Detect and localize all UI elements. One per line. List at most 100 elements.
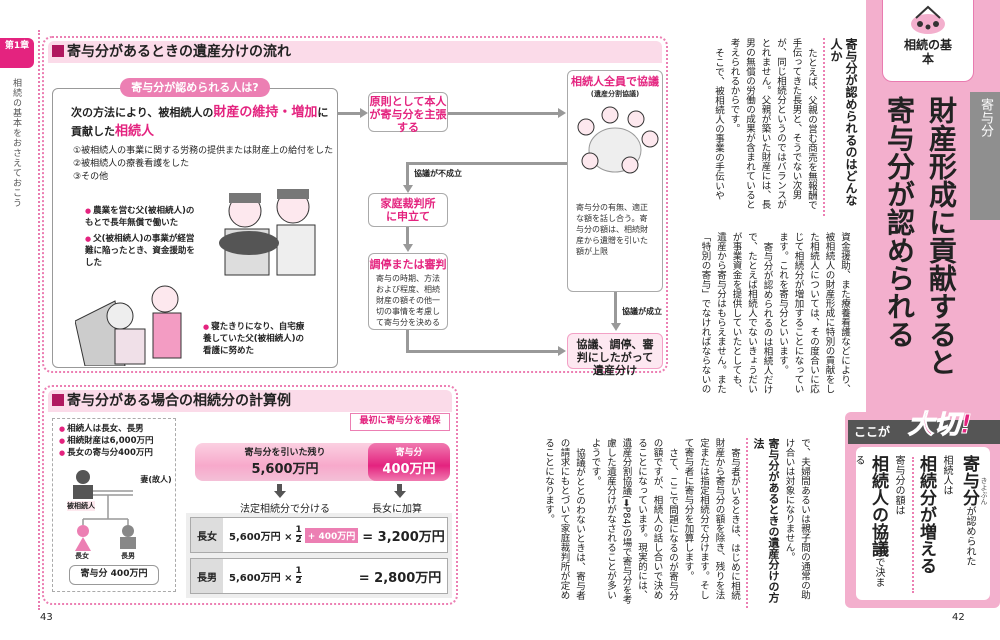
row-base: 5,600万円 × [229, 531, 293, 543]
paragraph: たとえば、父親の営む商売を無報酬で手伝ってきた長男と、そうでない次男が、同じ相続… [728, 38, 818, 209]
body-block-c: で、夫婦間あるいは親子間の通常の助け合いは対象になりません。 寄与分があるときの… [530, 438, 812, 608]
mediation-desc: 寄与の時期、方法および程度、相続財産の額その他一切の事情を考慮して寄与分を決める [376, 274, 440, 327]
connector [406, 227, 409, 245]
connector [406, 162, 567, 165]
heading-who: 寄与分が認められるのはどんな人か [823, 38, 858, 216]
contrib-value: 400万円 [382, 462, 436, 477]
chapter-label: 相続の基本をおさえておこう [11, 78, 21, 208]
method-item: ③その他 [73, 172, 109, 182]
arrow-right-icon [360, 108, 368, 118]
point-3: 寄与分の額は相続人の協議で決まる [853, 455, 904, 587]
remain-label: 寄与分を引いた残り [244, 448, 326, 458]
remain-value: 5,600万円 [251, 462, 319, 477]
paragraph: 協議がととのわないときは、寄与者の請求にもとづいて家庭裁判所が定めることになりま… [543, 438, 585, 600]
daughter-contrib: 寄与分 400万円 [69, 565, 159, 585]
paragraph: そこで、被相続人の事業の手伝いや [713, 47, 724, 200]
paragraph: 寄与者がいるときは、はじめに相続財産から寄与分の額を除き、残りを法定または指定相… [682, 438, 741, 600]
connector [406, 350, 559, 353]
connector [447, 112, 559, 115]
body-block-b: 資金援助、また療養看護などにより、被相続人の財産形成に特別の貢献をした相続人につ… [686, 232, 852, 398]
who-label: 寄与分が認められる人は? [120, 78, 270, 97]
all-heirs-desc: 寄与分の有無、適正な額を話し合う。寄与分の額は、相続財産から遺贈を引いた額が上限 [576, 203, 648, 256]
page-number-right: 42 [952, 612, 965, 623]
success-label: 協議が成立 [622, 307, 662, 316]
step-court: 家庭裁判所に申立て [368, 193, 448, 227]
family-tree [73, 470, 136, 551]
divider [912, 457, 914, 593]
mediation-title: 調停または審判 [369, 258, 447, 271]
paragraph: で、夫婦間あるいは親子間の通常の助け合いは対象になりません。 [783, 438, 811, 600]
all-heirs-title: 相続人全員で協議 [571, 75, 659, 88]
point-content: きよぶん 寄与分が認められた 相続人は相続分が増える 寄与分の額は相続人の協議で… [853, 447, 990, 600]
connector [406, 162, 409, 186]
row-heir: 長女 [191, 518, 223, 552]
split-label: 法定相続分で分ける [240, 504, 330, 515]
example-item: 寝たきりになり、自宅療養していた父(被相続人)の看護に努めた [203, 321, 311, 357]
page-number-left: 43 [40, 612, 53, 623]
family-house-icon [911, 5, 945, 34]
contribution-bar: 寄与分 400万円 [368, 443, 450, 481]
row-result: = 3,200万円 [362, 529, 445, 545]
taisetsu-label: 大切! [908, 410, 973, 441]
example-item: 農業を営む父(被相続人)のもとで長年無償で働いた [85, 205, 195, 229]
step-claim: 原則として本人が寄与分を主張する [368, 92, 448, 134]
topic-tag: 寄与分 [970, 92, 1000, 220]
title-line-1: 財産形成に貢献すると [925, 96, 958, 376]
divider [38, 30, 40, 610]
arrow-right-icon [558, 346, 566, 356]
point-1: 寄与分が認められた [959, 455, 979, 566]
paragraph: さて、ここで問題になるのが寄与分の額ですが、相続人の話し合いで決めることになって… [589, 438, 679, 605]
caregiver-illustration [75, 285, 182, 366]
paragraph: 資金援助、また療養看護などにより、被相続人の財産形成に特別の貢献をした相続人につ… [777, 232, 850, 394]
point-header: ここが 大切! [848, 410, 1000, 444]
body-block-a: 寄与分が認められるのはどんな人か たとえば、父親の営む商売を無報酬で手伝ってきた… [686, 38, 858, 216]
ruby-reading: きよぶん [980, 477, 988, 505]
arrow-down-icon [397, 484, 402, 492]
page-title: 財産形成に貢献すると寄与分が認められる [878, 96, 962, 396]
row-result: = 2,800万円 [358, 570, 442, 586]
arrow-down-icon [611, 323, 621, 331]
step-final: 協議、調停、審判にしたがって遺産分け [567, 333, 663, 377]
fail-label: 協議が不成立 [414, 169, 462, 178]
paragraph: 寄与分が認められるのは相続人だけで、たとえば相続人でないきょうだいが事業資金を提… [699, 232, 773, 394]
methods-list: ①被相続人の事業に関する労務の提供または財産上の給付をした ②被相続人の療養看護… [73, 145, 333, 184]
calc-title: 寄与分がある場合の相続分の計算例 [48, 390, 452, 412]
row-base: 5,600万円 × [229, 572, 293, 584]
step-all-heirs: 相続人全員で協議 (遺産分割協議) 寄与分の有無、適正な額を話し合う。寄与分の額… [567, 70, 663, 292]
add-label: 長女に加算 [372, 504, 422, 515]
row-plus: + 400万円 [304, 527, 359, 543]
method-item: ①被相続人の事業に関する労務の提供または財産上の給付をした [73, 146, 334, 156]
arrow-down-icon [403, 185, 413, 193]
step-mediation: 調停または審判 寄与の時期、方法および程度、相続財産の額その他一切の事情を考慮し… [368, 253, 448, 330]
remainder-bar: 寄与分を引いた残り 5,600万円 [195, 443, 375, 481]
method-item: ②被相続人の療養看護をした [73, 159, 190, 169]
connector [406, 330, 409, 352]
point-2: 相続人は相続分が増える [916, 455, 952, 574]
flow-title: 寄与分があるときの遺産分けの流れ [48, 41, 662, 63]
who-box: 次の方法により、被相続人の財産の維持・増加に 貢献した相続人 ①被相続人の事業に… [52, 88, 338, 368]
row-heir: 長男 [191, 559, 223, 593]
arrow-down-icon [274, 491, 286, 498]
chapter-tab: 第1章 [0, 38, 34, 68]
heading-method: 寄与分があるときの遺産分けの方法 [746, 438, 781, 608]
badge-label: 相続の基本 [903, 38, 952, 66]
decedent-label: 被相続人 [67, 501, 95, 511]
arrow-down-icon [394, 491, 406, 498]
connector [338, 112, 362, 115]
category-badge: 相続の基本 [882, 0, 974, 82]
son-label: 長男 [121, 552, 135, 560]
example-item: 父(被相続人)の事業が経営難に陥ったとき、資金援助をした [85, 233, 195, 269]
arrow-right-icon [558, 108, 566, 118]
arrow-down-icon [403, 244, 413, 252]
fact-item: 相続人は長女、長男 [59, 423, 175, 435]
arrow-down-icon [277, 484, 282, 492]
farmers-illustration [219, 189, 316, 276]
secure-tag: 最初に寄与分を確保 [350, 413, 450, 431]
contrib-label: 寄与分 [395, 448, 423, 458]
who-intro: 次の方法により、被相続人の財産の維持・増加に 貢献した相続人 [71, 105, 329, 139]
all-heirs-sub: (遺産分割協議) [590, 90, 640, 98]
